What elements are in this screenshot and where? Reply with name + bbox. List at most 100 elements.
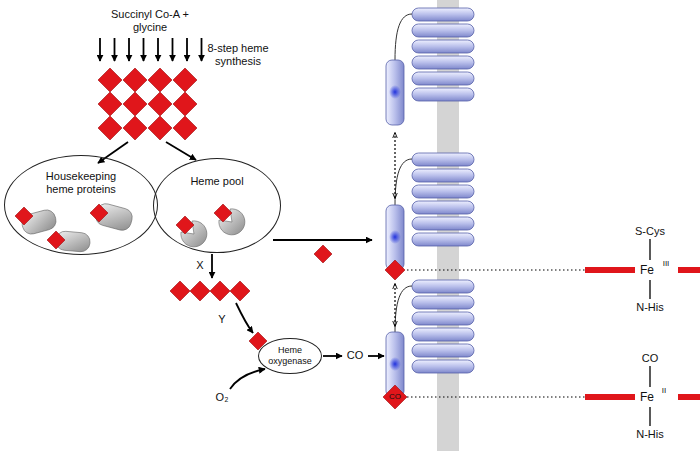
heme-diamond — [98, 92, 122, 116]
transmembrane-helix — [412, 296, 474, 309]
linker — [395, 14, 412, 60]
transmembrane-helix — [412, 360, 474, 373]
axial-bond — [649, 366, 650, 387]
linker — [395, 286, 412, 332]
node-text: CO — [389, 392, 401, 402]
transmembrane-helix — [412, 153, 474, 166]
transmembrane-helix — [412, 344, 474, 357]
node-text: Heme oxygenase — [266, 345, 314, 367]
equilibrium-arrow — [394, 133, 395, 198]
porphyrin-bar — [585, 394, 635, 400]
node-text: Housekeeping heme proteins — [5, 170, 157, 196]
protein-ellipse: Housekeeping heme proteins — [4, 155, 158, 255]
text-label: O₂ — [216, 391, 229, 404]
synthesis-arrow — [128, 38, 130, 61]
axial-bond — [649, 280, 650, 299]
transmembrane-helix — [412, 72, 474, 85]
heme-diamond — [148, 68, 172, 92]
synthesis-arrow — [186, 38, 188, 61]
heme-diamond — [15, 207, 33, 225]
text-label: S-Cys — [635, 225, 665, 238]
heme-diamond — [210, 281, 230, 301]
porphyrin-bar — [678, 394, 700, 400]
transmembrane-helix — [412, 328, 474, 341]
text-label: CO — [642, 352, 659, 365]
text-label: N-His — [636, 428, 664, 441]
transmembrane-helix — [412, 169, 474, 182]
text-label: Fe — [638, 263, 656, 277]
heme-diamond — [148, 116, 172, 140]
equilibrium-arrow — [394, 284, 395, 326]
co-heme-diamond: CO — [383, 385, 407, 409]
transmembrane-helix — [412, 201, 474, 214]
sensor-spot — [389, 85, 401, 99]
text-label: 8-step heme synthesis — [203, 42, 273, 68]
transmembrane-helix — [412, 8, 474, 21]
text-label: X — [196, 259, 203, 272]
text-label: N-His — [636, 301, 664, 314]
text-label: Y — [218, 313, 225, 326]
heme-diamond — [90, 204, 108, 222]
synthesis-arrow — [114, 38, 116, 61]
synthesis-arrow — [157, 38, 159, 61]
transmembrane-helix — [412, 185, 474, 198]
pool-ellipse: Heme pool — [153, 158, 281, 253]
heme-diamond — [170, 281, 190, 301]
transmembrane-helix — [412, 280, 474, 293]
split-arrow — [98, 142, 128, 163]
heme-diamond — [249, 332, 267, 350]
axial-bond — [649, 407, 650, 426]
linker — [395, 159, 412, 205]
heme-diamond — [98, 68, 122, 92]
porphyrin-bar — [678, 267, 700, 273]
text-label: Succinyl Co-A + glycine — [104, 8, 196, 34]
transmembrane-helix — [412, 24, 474, 37]
co-arrow — [323, 355, 342, 357]
heme-diamond — [385, 260, 405, 280]
heme-diamond — [230, 281, 250, 301]
sensor-spot — [389, 230, 401, 244]
heme-diamond — [47, 231, 65, 249]
heme-diamond — [123, 116, 147, 140]
heme-diamond — [123, 68, 147, 92]
transmembrane-helix — [412, 40, 474, 53]
enzyme-ellipse: Heme oxygenase — [258, 338, 322, 374]
synthesis-arrow — [201, 38, 203, 61]
text-label: II — [662, 386, 666, 396]
heme-diamond — [314, 245, 332, 263]
axial-bond — [649, 239, 650, 260]
text-label: III — [663, 259, 670, 269]
transfer-arrow — [236, 303, 253, 333]
heme-diamond — [190, 281, 210, 301]
transmembrane-helix — [412, 312, 474, 325]
release-arrow — [211, 254, 213, 278]
oxygen-arrow — [230, 369, 265, 389]
text-label: CO — [347, 349, 364, 362]
heme-diamond — [176, 216, 194, 234]
transmembrane-helix — [412, 217, 474, 230]
split-arrow — [166, 142, 196, 160]
porphyrin-bar — [585, 267, 635, 273]
transmembrane-helix — [412, 56, 474, 69]
sensor-spot — [389, 357, 401, 371]
transmembrane-helix — [412, 88, 474, 101]
heme-diamond — [123, 92, 147, 116]
dotted-leader — [407, 270, 585, 271]
heme-diamond — [173, 92, 197, 116]
heme-diamond — [173, 68, 197, 92]
synthesis-arrow — [172, 38, 174, 61]
synthesis-arrow — [99, 38, 101, 61]
co-arrow — [368, 355, 384, 357]
heme-diamond — [98, 116, 122, 140]
heme-diamond — [173, 116, 197, 140]
heme-diamond — [383, 385, 407, 409]
node-text: Heme pool — [154, 175, 280, 188]
transmembrane-helix — [412, 233, 474, 246]
delivery-arrow — [273, 239, 372, 241]
heme-diamond — [214, 204, 232, 222]
synthesis-arrow — [143, 38, 145, 61]
sensor-domain — [386, 60, 404, 125]
heme-diamond — [148, 92, 172, 116]
dotted-leader — [407, 397, 585, 398]
